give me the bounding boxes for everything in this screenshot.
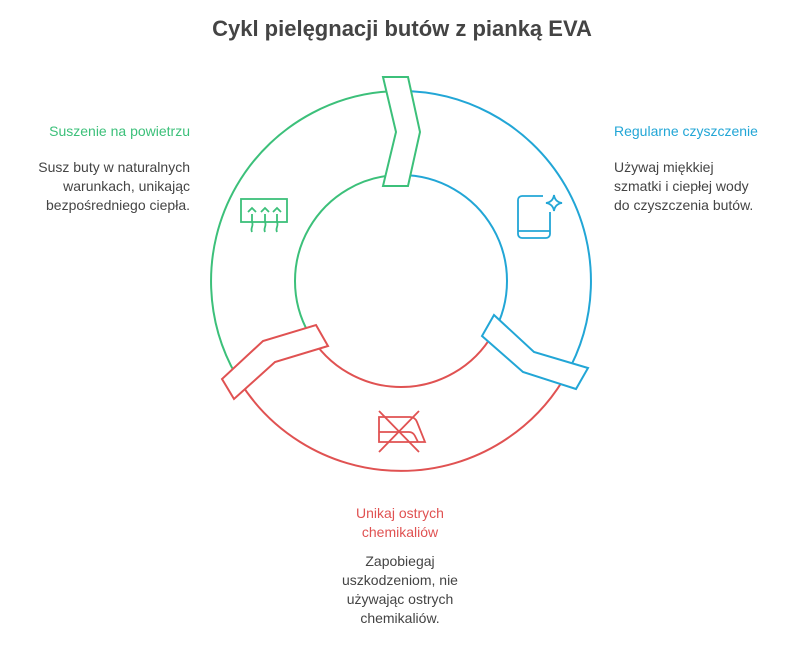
air-dry-icon [240,198,288,233]
red-arc-inner [308,333,494,389]
red-arc-outer [235,375,567,472]
blue-arc-outer [400,90,592,377]
cloth-sparkle-icon [517,194,563,239]
diagram-title: Cykl pielęgnacji butów z pianką EVA [212,16,592,41]
stage-text-drying: Susz buty w naturalnych warunkach, unika… [38,159,190,213]
stage-text-chemicals: Zapobiegaj uszkodzeniom, nie używając os… [342,553,458,626]
arrow-left [220,323,330,401]
green-arc-outer [210,90,402,377]
stage-title-drying: Suszenie na powietrzu [49,123,190,139]
stage-title-cleaning: Regularne czyszczenie [614,123,758,139]
green-arc-inner [294,174,402,335]
arrow-top [381,76,422,187]
stage-title-chemicals: Unikaj ostrych chemikaliów [356,505,444,540]
no-chemicals-icon [378,410,427,453]
arrow-right [480,313,590,391]
stage-text-cleaning: Używaj miękkiej szmatki i ciepłej wody d… [614,159,754,213]
blue-arc-inner [400,174,508,335]
